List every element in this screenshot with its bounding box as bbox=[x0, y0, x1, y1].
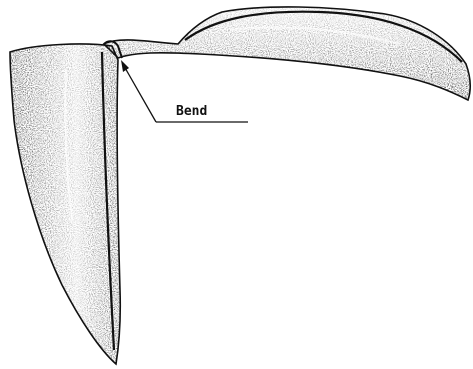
bend-label: Bend bbox=[176, 104, 207, 119]
callout-leader bbox=[124, 66, 156, 122]
arrowhead-icon bbox=[121, 60, 129, 72]
horizontal-blade bbox=[104, 7, 470, 100]
vertical-blade bbox=[10, 44, 120, 364]
bend-callout: Bend bbox=[121, 60, 248, 122]
